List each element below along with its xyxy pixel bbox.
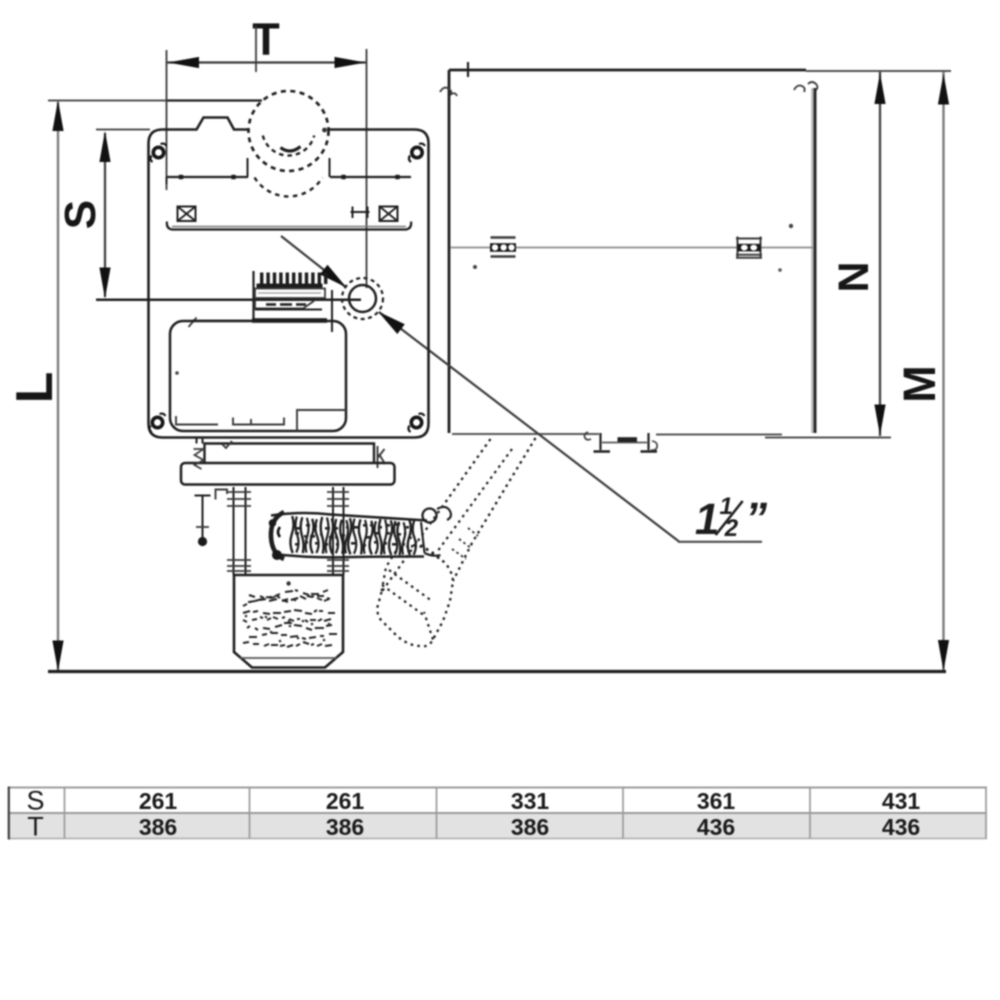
svg-text:436: 436 [882,814,920,840]
svg-text:431: 431 [882,788,921,814]
svg-text:386: 386 [326,814,364,840]
svg-text:361: 361 [697,788,736,814]
svg-text:1: 1 [717,493,735,520]
svg-text:N: N [830,261,878,292]
svg-text:261: 261 [326,788,365,814]
svg-text:386: 386 [139,814,177,840]
svg-text:261: 261 [139,788,178,814]
svg-text:436: 436 [697,814,735,840]
svg-text:386: 386 [511,814,549,840]
svg-text:331: 331 [511,788,550,814]
svg-text:S: S [56,200,105,229]
svg-text:T: T [27,812,44,842]
svg-text:”: ” [741,494,772,543]
svg-text:M: M [894,365,945,403]
svg-text:L: L [6,372,64,404]
svg-text:S: S [26,786,44,816]
